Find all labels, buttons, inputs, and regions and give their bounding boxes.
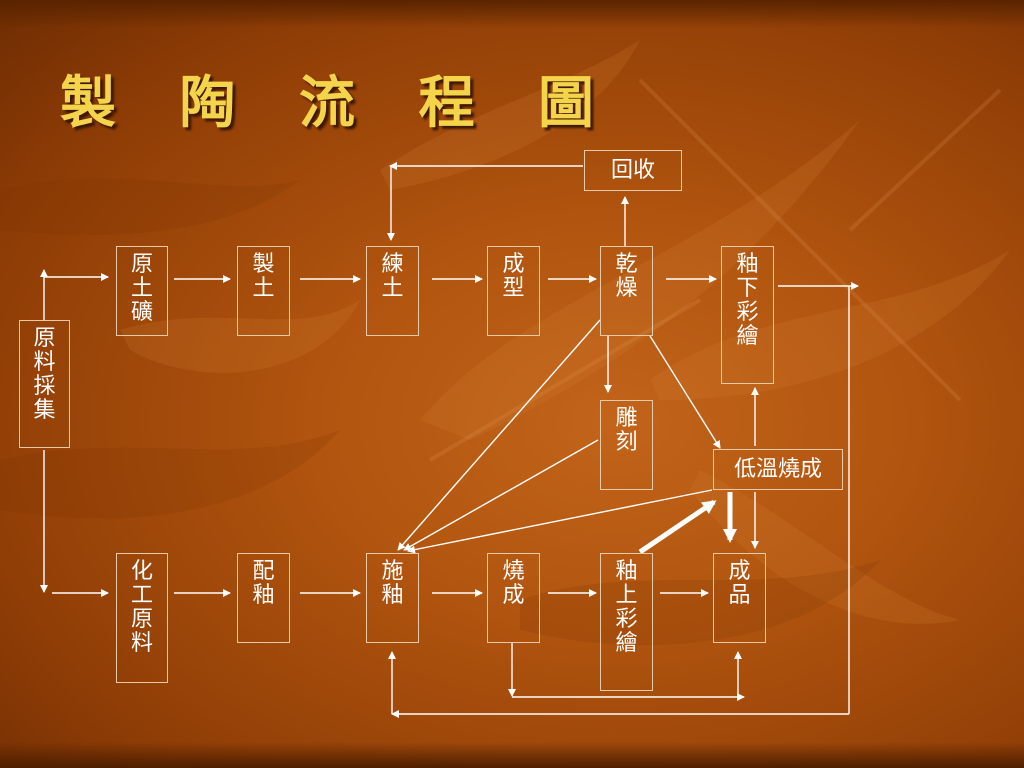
node-chemical-materials: 化 工 原 料 xyxy=(116,553,168,683)
node-material-collection: 原 料 採 集 xyxy=(19,320,70,448)
node-chemical-materials-char: 原 xyxy=(130,607,153,632)
node-underglaze-painting-char: 繪 xyxy=(736,324,759,349)
node-finished-product-char: 成 xyxy=(728,559,751,584)
node-underglaze-painting-char: 下 xyxy=(736,276,759,301)
node-glazing: 施 釉 xyxy=(366,553,419,643)
node-firing: 燒 成 xyxy=(487,553,540,643)
node-low-temp-firing-label: 低溫燒成 xyxy=(733,456,822,482)
node-recycle-label: 回收 xyxy=(610,157,655,183)
arrow-carve-to-glazing xyxy=(403,439,599,551)
arrow-lowtemp-to-glazing xyxy=(407,489,713,554)
node-carving: 雕 刻 xyxy=(600,400,653,490)
node-overglaze-painting-char: 彩 xyxy=(615,607,638,632)
node-glazing-char: 施 xyxy=(381,559,404,584)
node-glaze-mixing-char: 釉 xyxy=(252,583,275,608)
node-glaze-mixing-char: 配 xyxy=(252,559,275,584)
node-carving-char: 雕 xyxy=(615,406,638,431)
node-make-clay: 製 土 xyxy=(237,246,290,336)
node-chemical-materials-char: 料 xyxy=(130,631,153,656)
node-forming: 成 型 xyxy=(487,246,540,336)
node-make-clay-char: 土 xyxy=(252,276,275,301)
node-raw-clay-char: 礦 xyxy=(130,300,153,325)
node-raw-clay-char: 原 xyxy=(130,252,153,277)
node-underglaze-painting-char: 釉 xyxy=(736,252,759,277)
node-knead-clay-char: 土 xyxy=(381,276,404,301)
node-overglaze-painting-char: 釉 xyxy=(615,559,638,584)
node-material-collection-char: 集 xyxy=(33,398,56,423)
node-make-clay-char: 製 xyxy=(252,252,275,277)
node-material-collection-char: 料 xyxy=(33,350,56,375)
bottom-shade xyxy=(0,742,1024,768)
node-underglaze-painting-char: 彩 xyxy=(736,300,759,325)
node-glazing-char: 釉 xyxy=(381,583,404,608)
node-forming-char: 型 xyxy=(502,276,525,301)
bold-arrow-to-lowtemp xyxy=(638,499,717,555)
node-finished-product-char: 品 xyxy=(728,583,751,608)
node-finished-product: 成 品 xyxy=(713,553,766,643)
node-underglaze-painting: 釉 下 彩 繪 xyxy=(721,246,774,384)
node-overglaze-painting-char: 上 xyxy=(615,583,638,608)
node-raw-clay-char: 土 xyxy=(130,276,153,301)
node-forming-char: 成 xyxy=(502,252,525,277)
node-raw-clay: 原 土 礦 xyxy=(116,246,168,336)
node-chemical-materials-char: 化 xyxy=(130,559,153,584)
node-recycle: 回收 xyxy=(584,150,682,191)
node-low-temp-firing: 低溫燒成 xyxy=(713,449,843,490)
page-title: 製 陶 流 程 圖 xyxy=(60,70,616,136)
node-glaze-mixing: 配 釉 xyxy=(237,553,290,643)
node-overglaze-painting: 釉 上 彩 繪 xyxy=(600,553,653,691)
node-knead-clay-char: 練 xyxy=(381,252,404,277)
node-firing-char: 成 xyxy=(502,583,525,608)
top-shade xyxy=(0,0,1024,28)
node-knead-clay: 練 土 xyxy=(366,246,419,336)
node-firing-char: 燒 xyxy=(502,559,525,584)
arrow-dry-to-glazing xyxy=(397,319,601,551)
arrow-dry-to-lowtemp xyxy=(649,335,721,449)
node-chemical-materials-char: 工 xyxy=(130,583,153,608)
node-drying: 乾 燥 xyxy=(600,246,653,336)
node-overglaze-painting-char: 繪 xyxy=(615,631,638,656)
node-material-collection-char: 原 xyxy=(33,326,56,351)
node-material-collection-char: 採 xyxy=(33,374,56,399)
node-drying-char: 燥 xyxy=(615,276,638,301)
node-carving-char: 刻 xyxy=(615,430,638,455)
node-drying-char: 乾 xyxy=(615,252,638,277)
